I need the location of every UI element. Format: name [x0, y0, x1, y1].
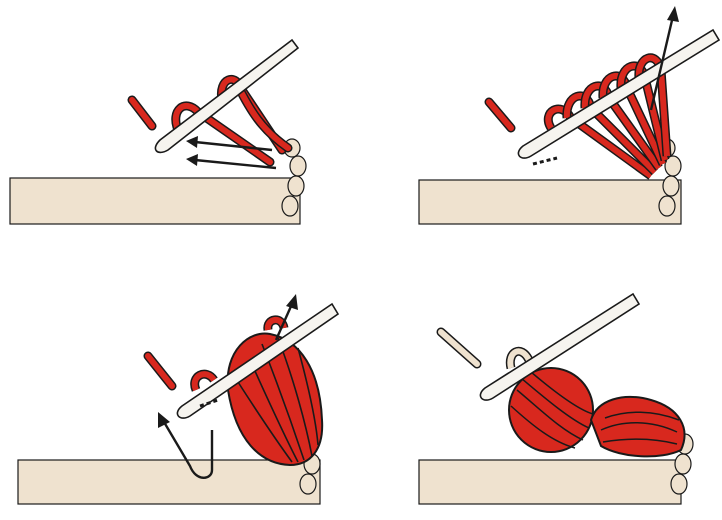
puff-cluster-2: [591, 397, 684, 456]
step-2-panel: [361, 0, 722, 260]
foundation-row: [10, 178, 300, 224]
step-1-panel: [0, 0, 361, 260]
yarn-loop-icon: [441, 332, 529, 368]
foundation-row: [18, 460, 320, 504]
foundation-row: [419, 180, 681, 224]
step-3-panel: [0, 260, 361, 520]
foundation-row: [419, 460, 681, 504]
puff-cluster-1: [509, 368, 593, 452]
step-4-panel: [361, 260, 722, 520]
